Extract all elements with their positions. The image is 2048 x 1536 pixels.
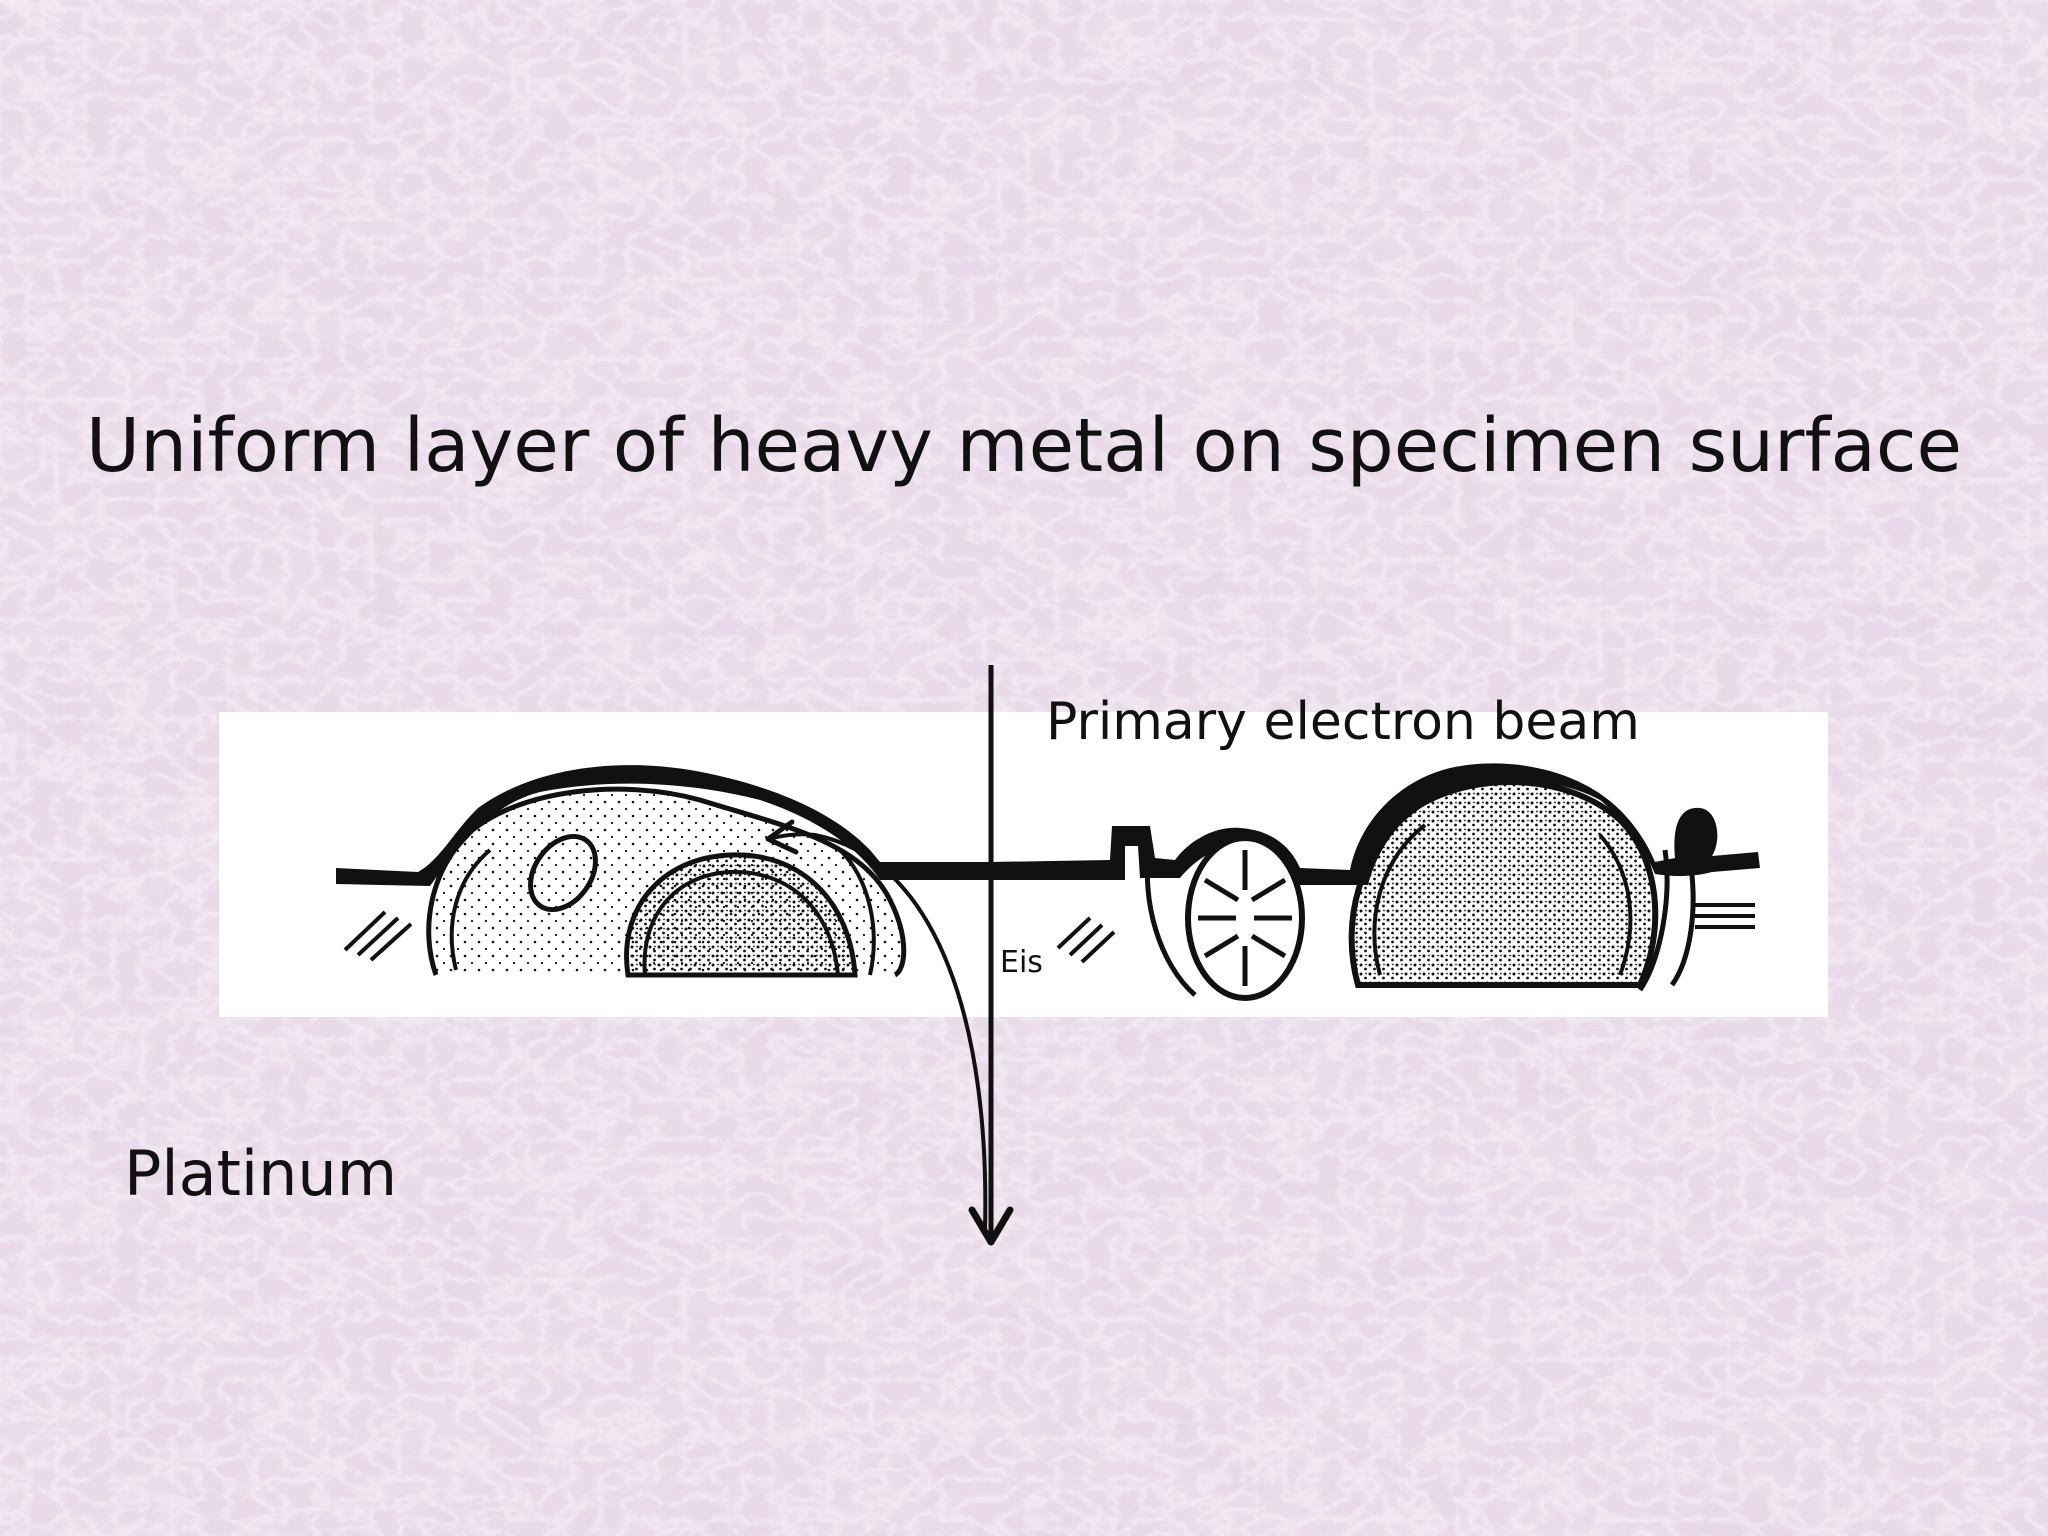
inset-label-eis: Eis xyxy=(1000,945,1043,980)
cell-walls xyxy=(1145,844,1696,997)
mitochondrion xyxy=(1185,835,1305,1001)
primary-beam-label: Primary electron beam xyxy=(1046,692,1640,752)
platinum-label: Platinum xyxy=(124,1137,398,1210)
platinum-surface-layer xyxy=(336,763,1760,886)
secondary-electron-arrow xyxy=(765,819,988,1231)
hatch-marks xyxy=(343,903,1755,964)
primary-beam-arrow xyxy=(968,665,1014,1246)
left-cell xyxy=(426,786,907,978)
slide-title: Uniform layer of heavy metal on specimen… xyxy=(85,403,1963,489)
right-cell xyxy=(1348,779,1659,988)
